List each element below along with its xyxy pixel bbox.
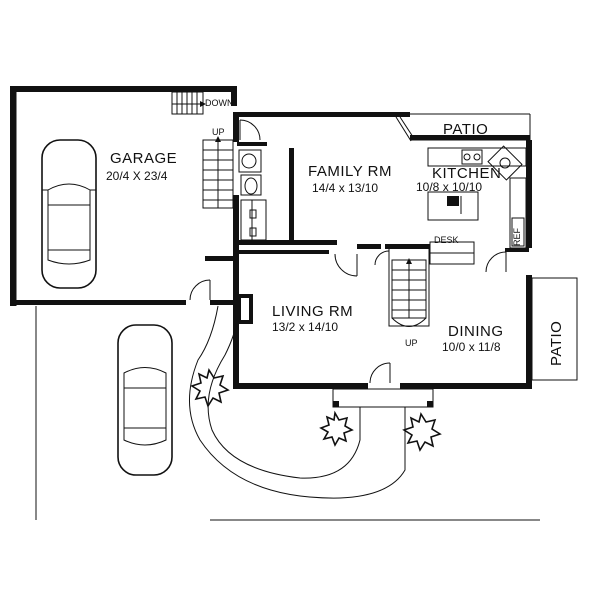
garage-up-label: UP [212, 127, 225, 137]
patio-top-label: PATIO [443, 121, 488, 138]
garage-car-icon [41, 139, 97, 289]
family-dims: 14/4 x 13/10 [312, 181, 378, 195]
garage-up-stairs [202, 136, 234, 209]
kitchen-counters [427, 145, 527, 249]
dining-name: DINING [448, 323, 504, 340]
front-porch [332, 388, 434, 408]
down-label: DOWN [205, 98, 234, 108]
doors [189, 119, 507, 384]
garage-name: GARAGE [110, 150, 177, 167]
desk-label: DESK [434, 235, 459, 245]
fireplace [237, 294, 253, 324]
driveway-car-icon [117, 324, 173, 476]
garage-dims: 20/4 X 23/4 [106, 169, 168, 183]
powder-room [238, 149, 267, 241]
living-name: LIVING RM [272, 303, 353, 320]
main-stairs [391, 258, 427, 327]
ref-label: REF [512, 227, 522, 246]
stair-up-label: UP [405, 338, 418, 348]
kitchen-name: KITCHEN [432, 165, 501, 182]
family-name: FAMILY RM [308, 163, 392, 180]
right-patio [531, 277, 578, 381]
shrub-icon [402, 411, 442, 452]
garage-walls [10, 86, 239, 306]
top-patio [395, 114, 531, 142]
driveway [35, 305, 540, 521]
house-walls [233, 112, 532, 389]
patio-right-label: PATIO [548, 321, 565, 366]
interior-walls [205, 142, 529, 327]
garage-down-stairs [171, 91, 206, 115]
shrub-icon [319, 410, 354, 447]
shrub-icon [190, 367, 230, 408]
kitchen-dims: 10/8 x 10/10 [416, 180, 482, 194]
living-dims: 13/2 x 14/10 [272, 320, 338, 334]
dining-dims: 10/0 x 11/8 [442, 340, 501, 354]
